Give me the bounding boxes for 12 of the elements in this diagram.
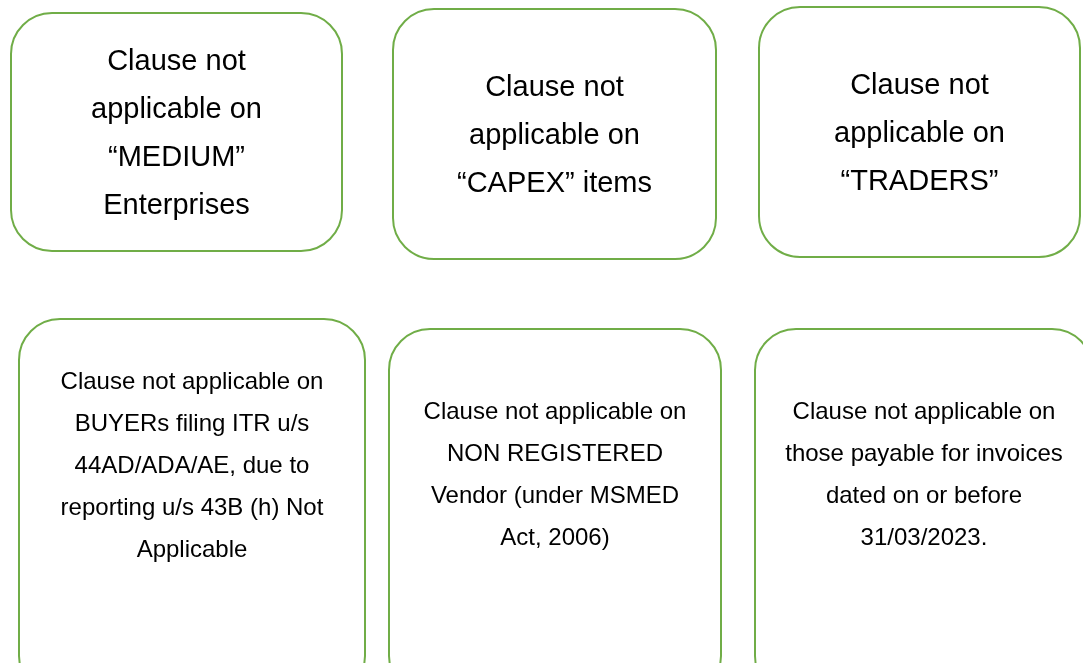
box-text: Clause not applicable on NON REGISTERED Vendor (under MSMED Act, 2006) — [422, 396, 688, 552]
rounded-box — [392, 8, 717, 260]
rounded-box — [754, 328, 1083, 663]
rounded-box — [10, 12, 343, 252]
box-text: Clause not applicable on BUYERs filing ITR u/s 44AD/ADA/AE, due to reporting u/s 43B (h) Not Applicable — [59, 366, 325, 564]
box-text: Clause not applicable on “CAPEX” items — [456, 69, 653, 200]
box-text: Clause not applicable on “MEDIUM” Enterprises — [90, 43, 263, 222]
rounded-box — [388, 328, 722, 663]
box-text: Clause not applicable on “TRADERS” — [833, 67, 1006, 198]
rounded-box — [758, 6, 1081, 258]
rounded-box — [18, 318, 366, 663]
box-text: Clause not applicable on those payable for invoices dated on or before 31/03/2023. — [784, 396, 1064, 552]
